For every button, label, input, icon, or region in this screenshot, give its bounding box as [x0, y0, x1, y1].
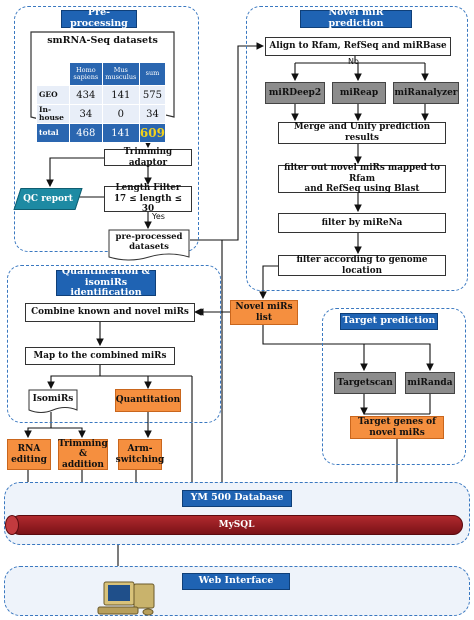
cell: 141: [101, 85, 140, 105]
table-row: In-house 34 0 34: [36, 104, 167, 124]
filter-mapped-box: filter out novel miRs mapped to Rfam and…: [278, 163, 446, 194]
isomirs-label: IsomiRs: [32, 394, 74, 404]
document-shape: [108, 229, 190, 261]
novel-prediction-tag: Novel miR prediction: [300, 7, 412, 29]
novel-mirs-list-box: Novel miRs list: [230, 300, 298, 325]
row-label: In-house: [36, 104, 70, 124]
tool-mireap: miReap: [332, 82, 386, 104]
mysql-cap: [5, 515, 19, 535]
target-genes-box: Target genes of novel miRs: [350, 416, 444, 439]
miranda-box: miRanda: [405, 372, 455, 394]
map-box: Map to the combined miRs: [25, 347, 175, 365]
cell: 34: [138, 104, 167, 124]
cell: 468: [69, 123, 103, 143]
table-row: GEO 434 141 575: [36, 85, 167, 105]
qc-report-label: QC report: [23, 194, 73, 204]
cell-total-sum: 609: [138, 123, 167, 143]
targetscan-box: Targetscan: [334, 372, 396, 394]
no-label: No: [348, 57, 359, 66]
cell: 34: [69, 104, 103, 124]
document-shape: [28, 389, 78, 413]
table-row: total 468 141 609: [36, 123, 167, 143]
tool-mirdeep2: miRDeep2: [265, 82, 325, 104]
dataset-table: Homo sapiens Mus musculus sum GEO 434 14…: [36, 62, 167, 143]
trimming-addition-box: Trimming & addition: [58, 438, 108, 470]
row-label: total: [36, 123, 70, 143]
mysql-bar: MySQL: [10, 515, 463, 535]
dataset-title: smRNA-Seq datasets: [47, 35, 158, 46]
quantitation-box: Quantitation: [115, 389, 181, 412]
merge-box: Merge and Unify prediction results: [278, 122, 446, 144]
row-label: GEO: [36, 85, 70, 105]
filter-mirena-box: filter by miReNa: [278, 213, 446, 233]
rna-editing-box: RNA editing: [7, 439, 51, 470]
col-homo: Homo sapiens: [69, 62, 103, 86]
trimming-adaptor-box: Trimming adaptor: [104, 147, 192, 168]
length-filter-box: Length Filter 17 ≤ length ≤ 30: [104, 183, 192, 214]
filter-genome-box: filter according to genome location: [278, 255, 446, 276]
arm-switching-box: Arm- switching: [116, 439, 164, 470]
preprocessing-tag: Pre-processing: [61, 7, 137, 29]
tool-miranalyzer: miRanalyzer: [393, 82, 459, 104]
target-prediction-region: [322, 308, 466, 465]
qc-report-box: QC report: [13, 188, 83, 210]
cell: 434: [69, 85, 103, 105]
target-prediction-tag: Target prediction: [340, 313, 438, 330]
database-tag: YM 500 Database: [182, 490, 292, 507]
cell: 575: [138, 85, 167, 105]
novel-prediction-region: [246, 6, 468, 291]
preprocessed-label: pre-processed datasets: [115, 232, 183, 253]
preprocessing-region: [14, 6, 199, 252]
web-interface-tag: Web Interface: [182, 573, 290, 590]
align-box: Align to Rfam, RefSeq and miRBase: [265, 37, 451, 56]
computer-icon: [97, 581, 155, 616]
isomirs-document: IsomiRs: [28, 389, 78, 415]
yes-label: Yes: [152, 212, 165, 221]
col-sum: sum: [138, 62, 167, 86]
cell: 141: [101, 123, 140, 143]
preprocessed-document: pre-processed datasets: [108, 229, 190, 263]
quantification-region: [7, 265, 221, 423]
cell: 0: [101, 104, 140, 124]
col-mus: Mus musculus: [101, 62, 140, 86]
quantification-tag: Quantification & isomiRs identification: [56, 266, 156, 298]
combine-box: Combine known and novel miRs: [25, 303, 195, 322]
